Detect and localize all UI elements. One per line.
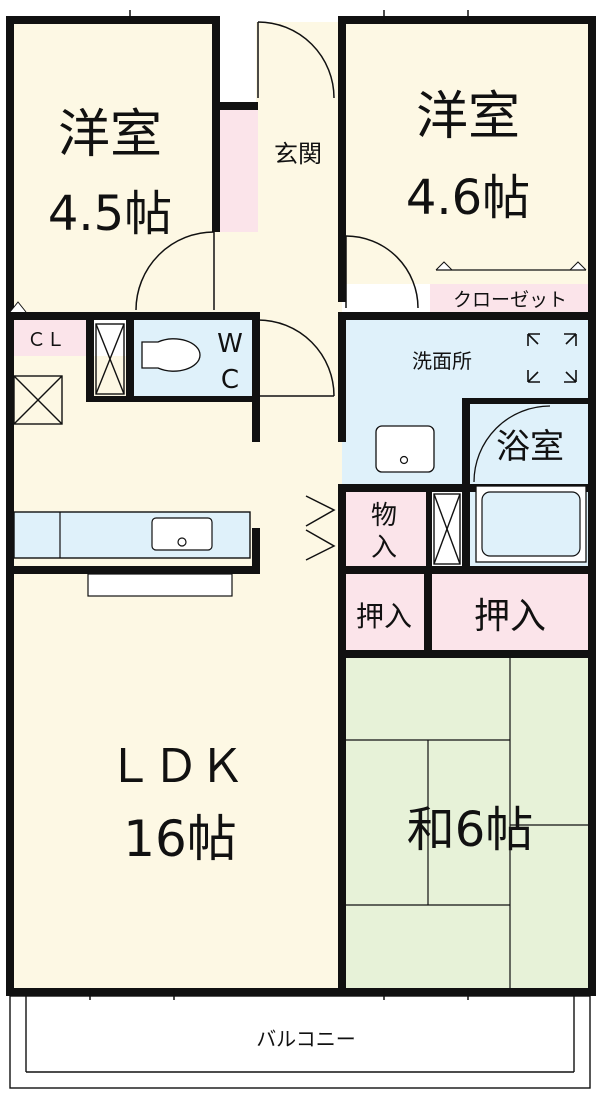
balcony-label: バルコニー — [256, 1027, 356, 1051]
toilet-label-w: W — [217, 329, 243, 359]
storage-floor — [342, 490, 428, 570]
fixtures — [9, 261, 587, 597]
oshiire-small-label: 押入 — [356, 600, 412, 633]
doors — [135, 21, 419, 561]
japanese-room-label: 和6帖 — [407, 802, 534, 858]
storage-label-bottom: 入 — [371, 533, 397, 563]
western-room-right-size: 4.6帖 — [406, 170, 530, 226]
western-room-left-floor — [8, 22, 214, 314]
tatami-floor — [342, 656, 592, 988]
kitchen-counter — [13, 511, 251, 559]
washbasin — [375, 425, 435, 473]
toilet-label-c: C — [221, 365, 239, 395]
oshiire-floor — [342, 572, 592, 654]
storage-label-top: 物 — [371, 501, 397, 531]
tatami-lines — [342, 656, 592, 988]
closet-marks — [13, 323, 461, 565]
closet-left-label: ＣＬ — [27, 329, 65, 351]
kitchen-sink — [151, 517, 213, 551]
western-room-left-size: 4.5帖 — [48, 186, 172, 242]
toilet-bowl — [141, 338, 201, 372]
entrance-floor — [256, 22, 342, 192]
ldk-name: ＬＤＫ — [107, 739, 245, 793]
closet-right-floor — [430, 284, 592, 314]
labels: 洋室 4.5帖 洋室 4.6帖 玄関 クローゼット ＣＬ W C 洗面所 浴室 … — [27, 87, 567, 1051]
closet-left-floor — [8, 320, 88, 356]
washroom-label: 洗面所 — [412, 349, 472, 373]
western-room-left-name: 洋室 — [58, 105, 162, 165]
entrance-label: 玄関 — [274, 140, 322, 168]
kitchen-shelf — [87, 573, 233, 597]
entrance-pink — [218, 110, 258, 232]
closet-right-label: クローゼット — [453, 289, 567, 311]
bathroom-label: 浴室 — [496, 427, 564, 467]
walls — [6, 16, 596, 996]
balcony — [9, 995, 591, 1089]
windows — [89, 10, 469, 1000]
ldk-floor — [8, 570, 342, 988]
oshiire-large-label: 押入 — [474, 596, 546, 637]
western-room-right-name: 洋室 — [416, 87, 520, 147]
ldk-size: 16帖 — [123, 810, 237, 868]
western-room-right-floor — [342, 22, 592, 284]
